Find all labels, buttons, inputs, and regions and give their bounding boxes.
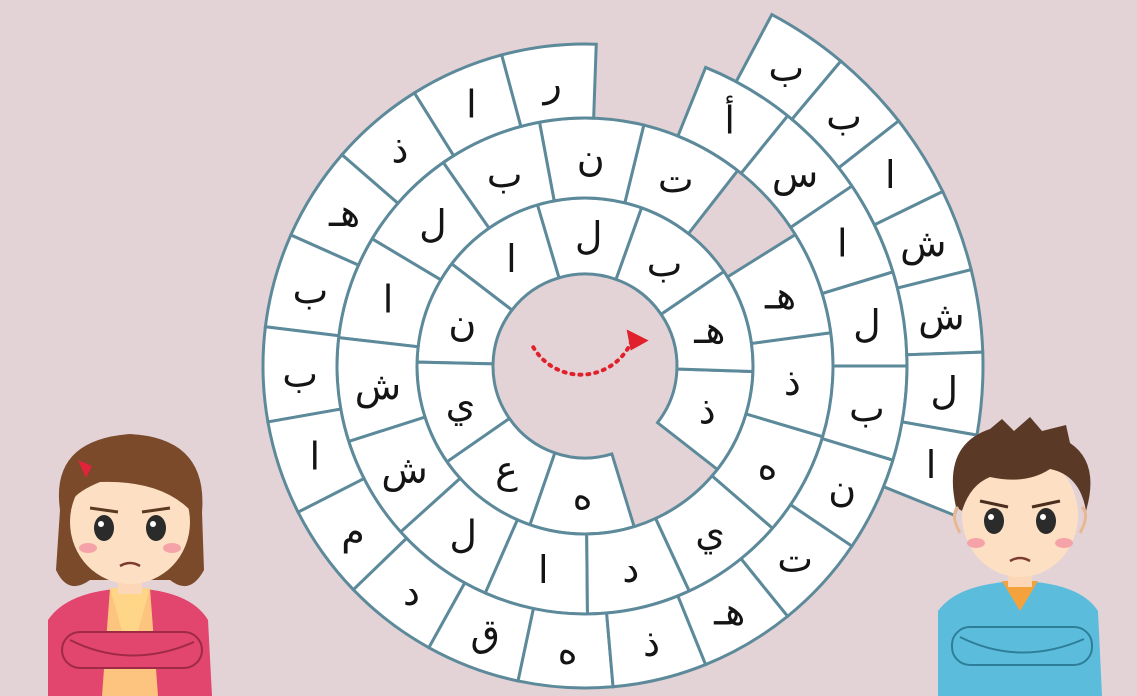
- cell-letter: ن: [828, 467, 856, 511]
- cell-letter: ه: [757, 444, 777, 488]
- cell-letter: ذ: [643, 621, 660, 665]
- cell-letter: ل: [575, 214, 603, 258]
- cell-outer-11: ه: [518, 609, 613, 688]
- cell-letter: ع: [495, 448, 518, 492]
- cell-letter: ق: [470, 611, 499, 655]
- cell-letter: د: [403, 570, 420, 614]
- cell-letter: هـ: [764, 273, 796, 317]
- cell-letter: ي: [446, 381, 476, 425]
- cell-letter: س: [772, 151, 818, 195]
- cell-letter: ل: [930, 369, 958, 413]
- cell-outer-6: ب: [263, 327, 341, 422]
- cell-letter: ب: [282, 351, 318, 395]
- cell-letter: ذ: [391, 127, 408, 171]
- arrow-path: [533, 339, 632, 375]
- cell-letter: ش: [900, 221, 946, 265]
- cell-letter: أ: [724, 95, 735, 142]
- cell-letter: ب: [826, 94, 862, 138]
- cell-letter: ب: [768, 46, 804, 90]
- girl-character: [40, 420, 220, 696]
- cell-letter: ا: [309, 434, 320, 478]
- cell-letter: ذ: [784, 360, 801, 404]
- boy-character: [930, 415, 1110, 696]
- cell-letter: ب: [487, 152, 523, 196]
- cell-letter: هـ: [713, 590, 745, 634]
- cell-letter: ر: [542, 61, 562, 105]
- cell-letter: ب: [849, 386, 885, 430]
- cell-letter: ا: [506, 237, 517, 281]
- cell-letter: ب: [647, 241, 683, 285]
- cell-letter: م: [341, 510, 365, 554]
- cell-letter: ه: [573, 474, 593, 518]
- cell-letter: ش: [918, 294, 964, 338]
- cell-letter: ذ: [699, 388, 716, 432]
- cell-letter: هـ: [328, 191, 360, 235]
- cell-letter: ا: [837, 221, 848, 265]
- cell-letter: ن: [577, 136, 605, 180]
- cell-letter: هـ: [693, 308, 725, 352]
- cell-letter: ل: [853, 302, 881, 346]
- dotted-curved-arrow-icon: [533, 330, 648, 375]
- cell-letter: د: [622, 547, 639, 591]
- cell-letter: ش: [381, 448, 427, 492]
- cell-middle-2: ن: [540, 118, 644, 203]
- cell-letter: ل: [419, 202, 447, 246]
- cell-letter: ش: [355, 364, 401, 408]
- cell-letter: ل: [449, 513, 477, 557]
- cell-letter: ي: [695, 510, 725, 554]
- cell-letter: ا: [885, 153, 896, 197]
- cell-letter: ب: [292, 268, 328, 312]
- cell-letter: ت: [658, 157, 694, 201]
- cell-letter: ه: [558, 628, 578, 672]
- cell-letter: ا: [538, 548, 549, 592]
- cell-letter: ا: [466, 83, 477, 127]
- cell-letter: ت: [777, 537, 813, 581]
- cell-letter: ن: [448, 301, 476, 345]
- cell-letter: ا: [383, 277, 394, 321]
